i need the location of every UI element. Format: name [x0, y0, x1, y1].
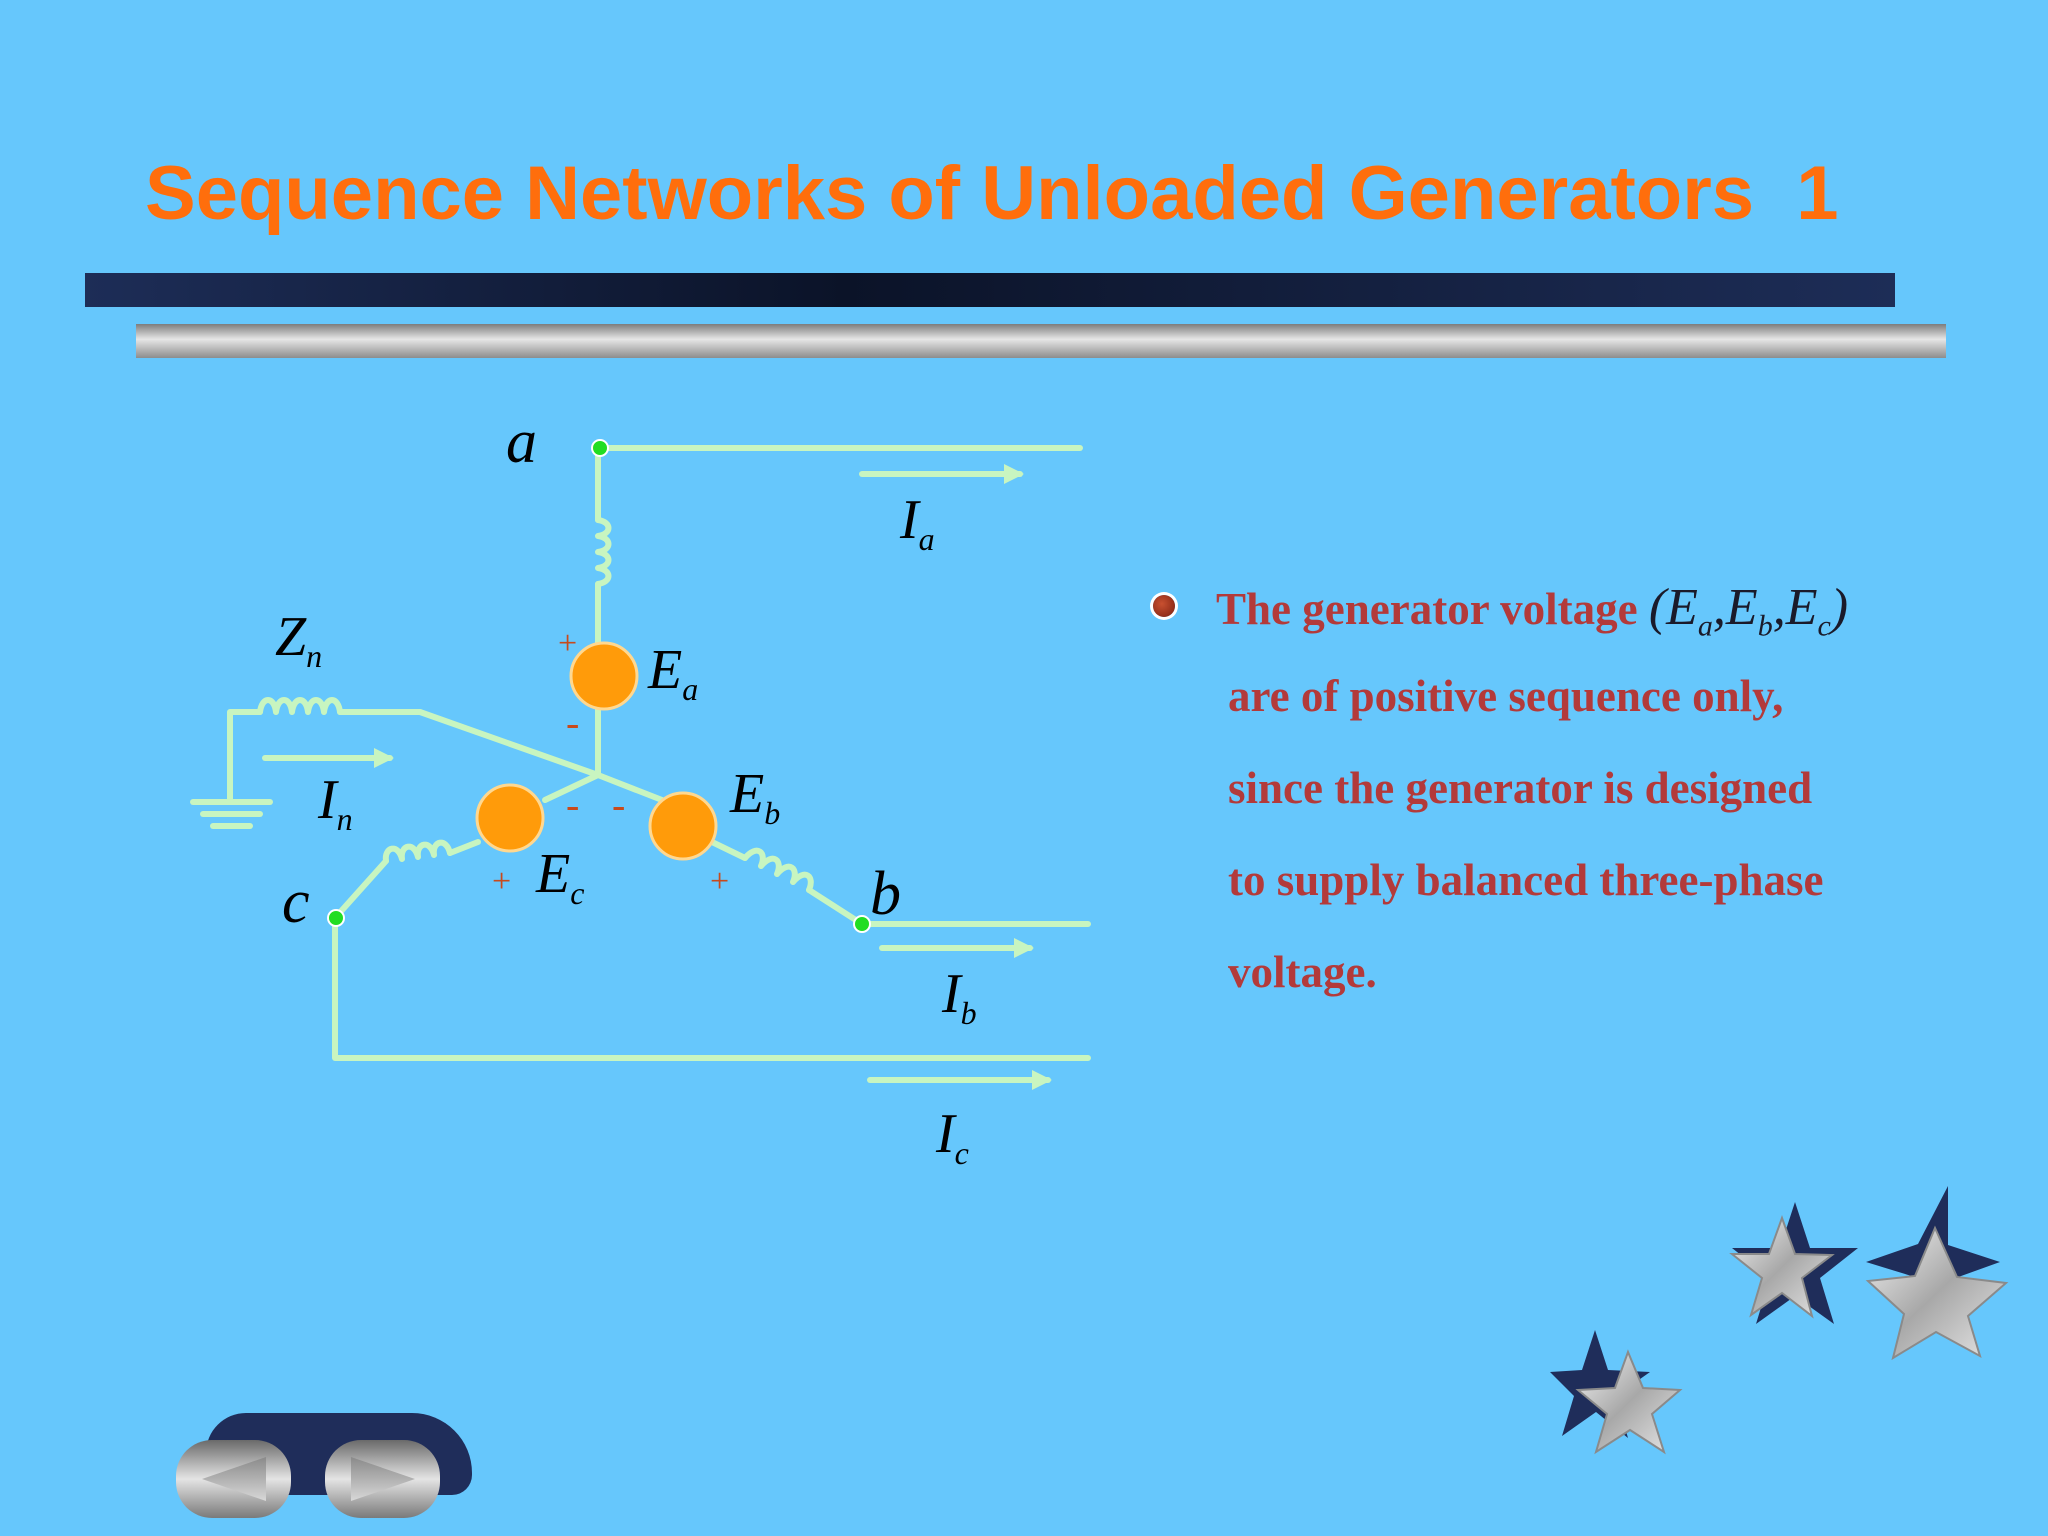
title-underline-grey: [136, 324, 1946, 358]
node-c-label: c: [282, 868, 310, 936]
arrowhead-in: [374, 748, 394, 768]
svg-text:Ea: Ea: [647, 639, 698, 707]
svg-text:In: In: [317, 769, 353, 837]
next-slide-button[interactable]: [325, 1440, 440, 1518]
inductor-zn: [257, 697, 343, 715]
ic-subscript: c: [955, 1135, 969, 1171]
bullet-line-3: since the generator is designed: [1228, 763, 1813, 813]
node-c-dot: [327, 909, 345, 927]
wire-neutral-ec: [542, 772, 601, 803]
eb-minus: -: [612, 782, 625, 827]
wire-ec-to-inductor: [447, 839, 481, 856]
zn-label: Z: [275, 606, 307, 668]
star-group-3-icon: [1550, 1330, 1683, 1455]
node-b-dot: [853, 915, 871, 933]
bullet-line-2: are of positive sequence only,: [1228, 671, 1784, 721]
source-ea: [569, 641, 639, 711]
ec-minus: -: [566, 782, 579, 827]
zn-subscript: n: [306, 638, 322, 674]
voltage-set-expression: (Ea,Eb,Ec): [1648, 579, 1849, 643]
eb-subscript: b: [764, 795, 780, 831]
slide-title: Sequence Networks of Unloaded Generators…: [145, 151, 1839, 236]
ea-subscript: a: [682, 671, 698, 707]
arrowhead-ib: [1014, 938, 1034, 958]
eb-plus: +: [710, 863, 729, 900]
source-eb: [648, 791, 718, 861]
ec-label: E: [535, 843, 570, 905]
bullet-point-icon: [1153, 595, 1175, 617]
ea-plus: +: [558, 625, 577, 662]
wire-c: [332, 858, 1091, 1061]
ib-label: I: [941, 963, 963, 1025]
ic-label: I: [935, 1103, 957, 1165]
inductor-b: [742, 847, 814, 893]
slide-navigation: [170, 1410, 500, 1520]
node-b-label: b: [870, 860, 901, 928]
arrowhead-ia: [1004, 464, 1024, 484]
svg-text:Ib: Ib: [941, 963, 977, 1031]
next-arrow-icon: [351, 1457, 415, 1501]
wire-to-ground: [227, 709, 263, 803]
source-ec: [475, 783, 545, 853]
svg-text:Ia: Ia: [899, 489, 935, 557]
ec-plus: +: [492, 863, 511, 900]
in-label: I: [317, 769, 339, 831]
previous-arrow-icon: [202, 1457, 266, 1501]
svg-text:Eb: Eb: [729, 763, 780, 831]
node-a-label: a: [506, 408, 537, 476]
bullet-line-4: to supply balanced three-phase: [1228, 855, 1824, 905]
ib-subscript: b: [961, 995, 977, 1031]
bullet-line-1-text: The generator voltage: [1216, 584, 1638, 634]
ec-subscript: c: [570, 875, 584, 911]
arrowhead-ic: [1032, 1070, 1052, 1090]
star-group-1-icon: [1729, 1202, 1858, 1324]
svg-text:Ic: Ic: [935, 1103, 969, 1171]
previous-slide-button[interactable]: [176, 1440, 291, 1518]
node-a-dot: [591, 439, 609, 457]
inductor-c: [382, 839, 453, 864]
wire-eb-to-inductor: [709, 839, 748, 861]
bullet-line-5: voltage.: [1228, 947, 1377, 997]
wire-neutral-eb: [595, 772, 665, 803]
svg-text:Zn: Zn: [275, 606, 322, 674]
bullet-line-1: The generator voltage (Ea,Eb,Ec): [1216, 578, 1848, 643]
title-underline-dark: [85, 273, 1895, 307]
eb-label: E: [729, 763, 764, 825]
ia-subscript: a: [919, 521, 935, 557]
ea-minus: -: [566, 700, 579, 745]
star-group-2-icon: [1865, 1186, 2009, 1361]
wire-neutral: [417, 709, 601, 778]
ia-label: I: [899, 489, 921, 551]
ea-label: E: [647, 639, 682, 701]
inductor-a: [595, 517, 612, 587]
svg-text:Ec: Ec: [535, 843, 584, 911]
in-subscript: n: [337, 801, 353, 837]
